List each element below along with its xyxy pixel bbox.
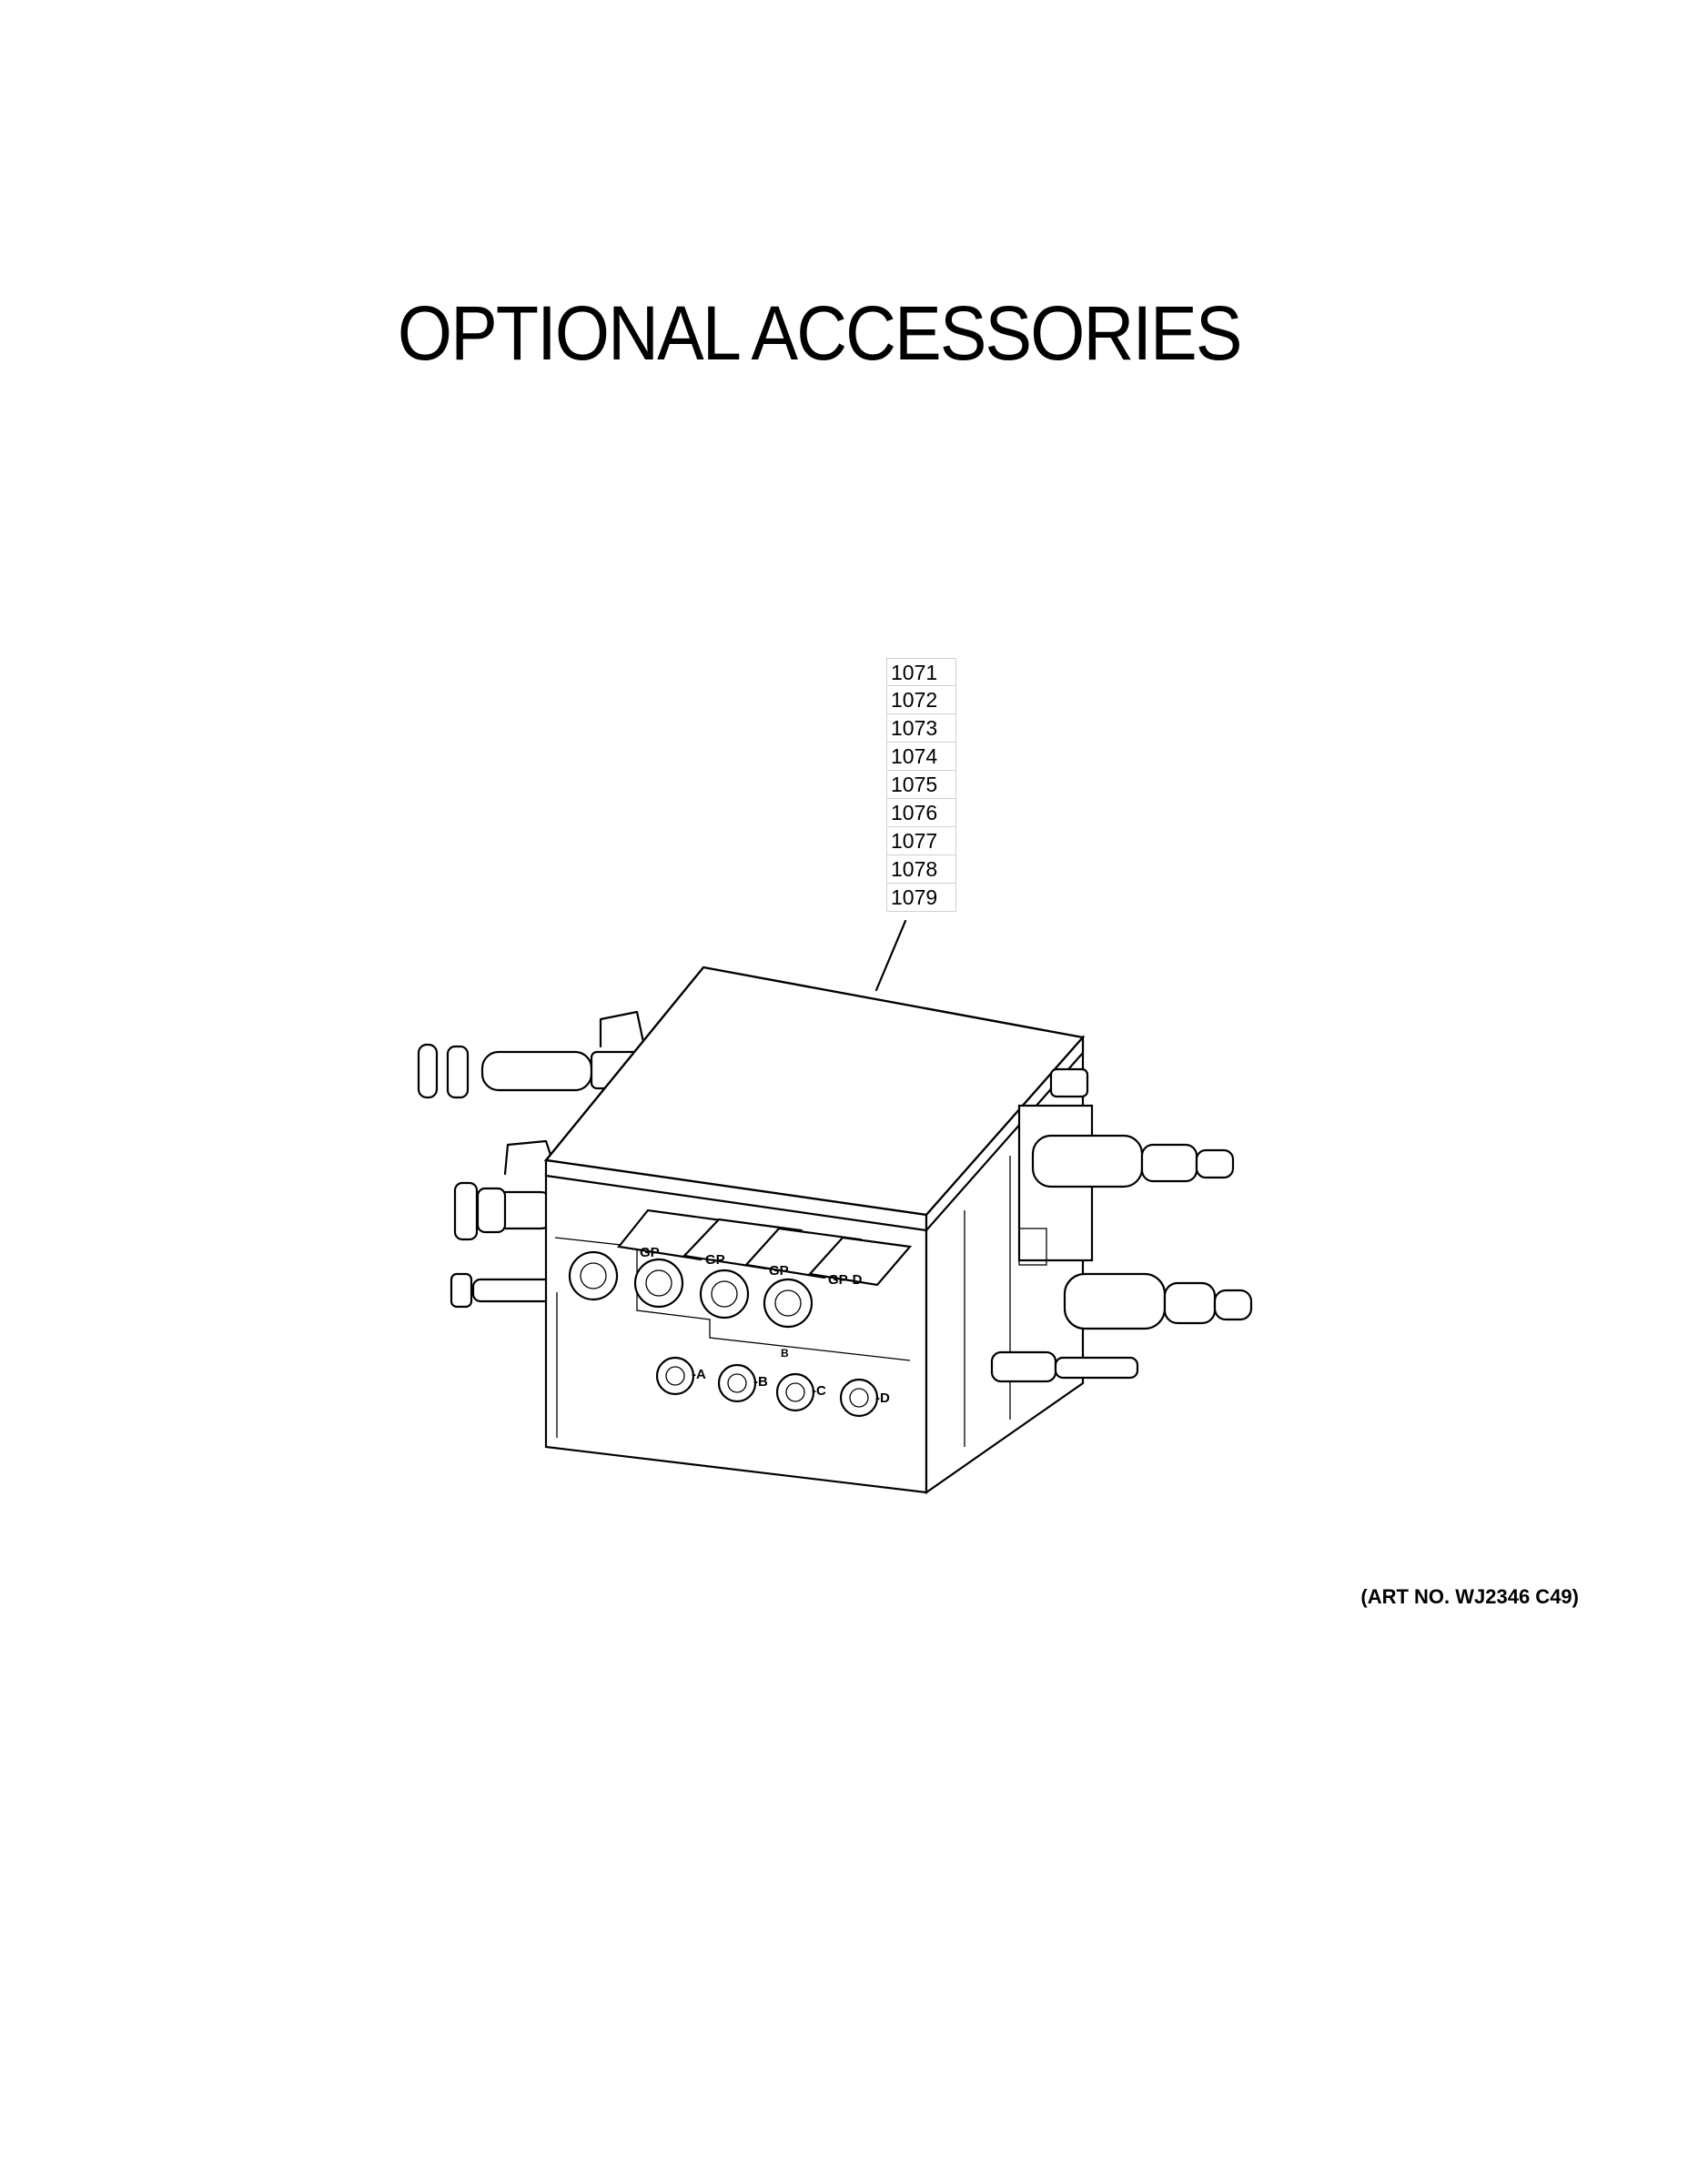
upper-port-nuts	[568, 1250, 814, 1329]
right-pipe-upper	[1031, 1134, 1235, 1188]
right-top-fitting	[1049, 1067, 1089, 1098]
callout-leader-line	[874, 919, 907, 992]
left-pipe-middle	[453, 1181, 557, 1241]
page-title: OPTIONAL ACCESSORIES	[397, 290, 1242, 376]
art-number: (ART NO. WJ2346 C49)	[1360, 1585, 1579, 1608]
mounting-tab	[599, 1010, 646, 1048]
right-pipe-middle	[1063, 1272, 1253, 1330]
port-label: B	[781, 1347, 789, 1360]
part-callout[interactable]: 1078	[886, 855, 956, 884]
part-callout[interactable]: 1077	[886, 827, 956, 855]
part-callout[interactable]: 1076	[886, 799, 956, 827]
box-body	[543, 966, 1094, 1495]
lower-port-nuts	[655, 1356, 879, 1418]
part-callout[interactable]: 1073	[886, 714, 956, 743]
port-label: -B	[753, 1374, 768, 1390]
part-callout[interactable]: 1074	[886, 743, 956, 771]
part-callout-list: 1071 1072 1073 1074 1075 1076 1077 1078 …	[886, 658, 956, 912]
part-callout[interactable]: 1075	[886, 771, 956, 799]
port-label: GP	[640, 1245, 660, 1260]
part-callout[interactable]: 1079	[886, 884, 956, 912]
port-label: -A	[692, 1367, 706, 1382]
upper-pipes	[616, 1208, 913, 1287]
port-label: -C	[812, 1383, 826, 1399]
port-label: -D	[875, 1390, 890, 1406]
port-label: GP	[769, 1263, 789, 1279]
right-pipe-lower	[990, 1350, 1139, 1383]
port-label: GP-D	[828, 1272, 863, 1288]
part-callout[interactable]: 1071	[886, 658, 956, 686]
left-pipe-lower	[450, 1272, 557, 1309]
port-label: GP	[705, 1252, 725, 1268]
part-callout[interactable]: 1072	[886, 686, 956, 714]
